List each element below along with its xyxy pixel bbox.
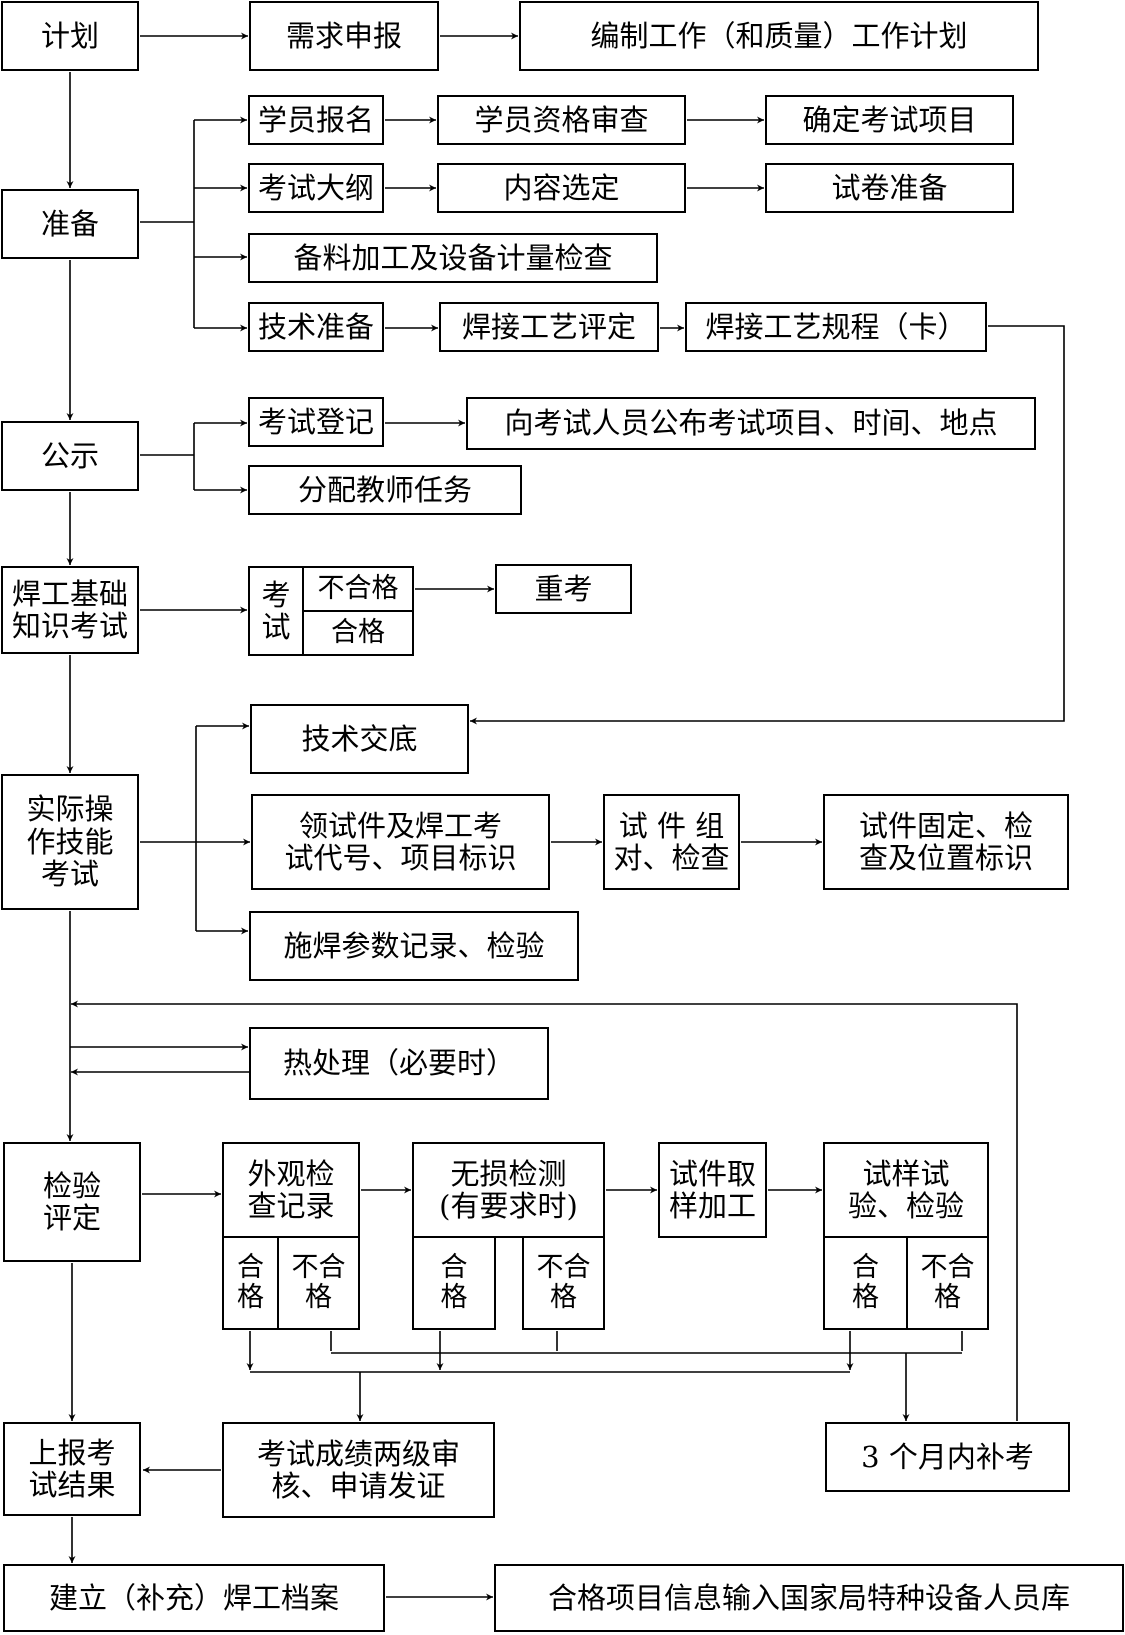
box-basic-exam-pass: 合格	[302, 610, 414, 656]
box-specimen-assembly-check: 试 件 组 对、检查	[603, 794, 740, 890]
step-practical-skill-exam: 实际操 作技能 考试	[1, 774, 139, 910]
box-ndt-fail: 不合 格	[522, 1236, 605, 1330]
box-specimen-sampling: 试件取 样加工	[658, 1142, 767, 1238]
box-database-entry: 合格项目信息输入国家局特种设备人员库	[494, 1564, 1124, 1632]
box-work-plan: 编制工作（和质量）工作计划	[519, 1, 1039, 71]
box-visual-inspection: 外观检 查记录	[222, 1142, 360, 1238]
box-nondestructive-testing: 无损检测 (有要求时)	[412, 1142, 605, 1238]
box-confirm-exam-items: 确定考试项目	[765, 95, 1014, 145]
box-specimen-fix-and-mark: 试件固定、检 查及位置标识	[823, 794, 1069, 890]
step-basic-knowledge-exam: 焊工基础 知识考试	[1, 566, 139, 654]
box-makeup-exam: 3 个月内补考	[825, 1422, 1070, 1492]
box-assign-teacher-tasks: 分配教师任务	[248, 465, 522, 515]
box-welding-procedure-qualification: 焊接工艺评定	[439, 302, 659, 352]
box-exam-label: 考 试	[248, 566, 304, 656]
box-heat-treatment: 热处理（必要时）	[249, 1027, 549, 1100]
box-ndt-pass: 合 格	[412, 1236, 496, 1330]
step-report-results: 上报考 试结果	[3, 1422, 141, 1516]
box-specimen-testing: 试样试 验、检验	[823, 1142, 989, 1238]
box-paper-preparation: 试卷准备	[765, 163, 1014, 213]
box-basic-exam-fail: 不合格	[302, 566, 414, 612]
step-prepare: 准备	[1, 189, 139, 259]
box-specimen-pass: 合 格	[823, 1236, 908, 1330]
box-material-equipment-check: 备料加工及设备计量检查	[248, 233, 658, 283]
step-publicize: 公示	[1, 421, 139, 491]
box-demand-report: 需求申报	[249, 1, 439, 71]
connector	[470, 325, 1065, 725]
box-two-level-review: 考试成绩两级审 核、申请发证	[222, 1422, 495, 1518]
box-content-selection: 内容选定	[437, 163, 686, 213]
connector	[71, 1000, 1018, 1421]
box-visual-fail: 不合 格	[277, 1236, 360, 1330]
box-retest: 重考	[495, 564, 632, 614]
box-exam-registration: 考试登记	[248, 397, 384, 447]
box-announce-exam-info: 向考试人员公布考试项目、时间、地点	[466, 397, 1036, 450]
box-student-signup: 学员报名	[248, 95, 384, 145]
box-welding-parameter-record: 施焊参数记录、检验	[249, 911, 579, 981]
step-inspection-evaluation: 检验 评定	[3, 1142, 141, 1262]
step-plan: 计划	[1, 1, 139, 71]
box-qualification-review: 学员资格审查	[437, 95, 686, 145]
box-collect-specimen-and-codes: 领试件及焊工考 试代号、项目标识	[251, 794, 550, 890]
box-visual-pass: 合 格	[222, 1236, 279, 1330]
box-exam-syllabus: 考试大纲	[248, 163, 384, 213]
box-technical-briefing: 技术交底	[250, 704, 469, 774]
box-technical-preparation: 技术准备	[248, 302, 384, 352]
box-specimen-fail: 不合 格	[906, 1236, 989, 1330]
step-build-welder-archive: 建立（补充）焊工档案	[3, 1564, 385, 1632]
box-welding-procedure-specification: 焊接工艺规程（卡）	[685, 302, 987, 352]
